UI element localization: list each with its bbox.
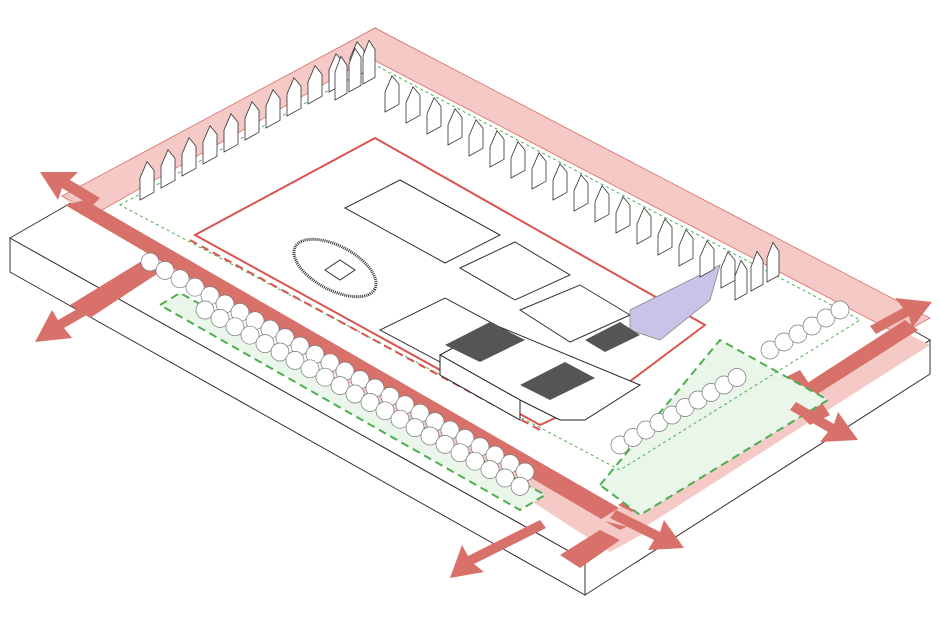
house (750, 250, 764, 292)
arrow-northwest-icon (40, 172, 100, 206)
house (348, 47, 362, 93)
tree (390, 409, 410, 429)
house (720, 251, 736, 289)
house (447, 108, 463, 146)
terraced-houses (139, 39, 780, 301)
track-infield-marker (324, 259, 356, 281)
tree (240, 325, 260, 345)
tree (774, 332, 794, 352)
house (573, 174, 589, 212)
tree (155, 261, 175, 280)
running-track (292, 237, 378, 299)
arrow-northeast-icon (870, 298, 932, 334)
house (636, 207, 652, 245)
tree (480, 460, 500, 479)
tree (255, 334, 275, 353)
trees (140, 252, 850, 496)
tree (270, 342, 290, 362)
house (489, 130, 505, 168)
tree (300, 359, 320, 379)
sports-field-2 (458, 241, 572, 301)
house (615, 196, 631, 234)
tree (450, 443, 470, 463)
house (244, 101, 260, 141)
house (334, 55, 348, 101)
house (510, 141, 526, 179)
tree (760, 340, 780, 360)
house (468, 119, 484, 157)
tree (420, 426, 440, 446)
house (384, 75, 400, 113)
house (139, 161, 155, 201)
tree (830, 300, 850, 320)
tree (170, 269, 190, 289)
arrow-southwest-icon (35, 296, 106, 342)
arrow-south-southwest-icon (450, 520, 546, 578)
tree (185, 277, 205, 297)
tree (375, 401, 395, 421)
bottom-cross-road (560, 530, 620, 568)
tree (140, 252, 160, 272)
right-green-zone (598, 338, 830, 517)
house (594, 185, 610, 223)
tree (405, 418, 425, 437)
tree (195, 300, 215, 320)
house (552, 163, 568, 201)
tree (816, 308, 836, 328)
tree (802, 316, 822, 336)
tree (285, 351, 305, 370)
house (307, 65, 323, 105)
tree (225, 317, 245, 337)
house (181, 137, 197, 177)
house (160, 149, 176, 189)
arrow-south-southeast-icon (610, 510, 684, 550)
house (657, 218, 673, 256)
house (405, 86, 421, 124)
house (265, 89, 281, 129)
tree (315, 367, 335, 387)
house (286, 77, 302, 117)
tree (510, 477, 530, 496)
house (531, 152, 547, 190)
tree (727, 368, 747, 387)
tree (330, 376, 350, 395)
school-building (438, 322, 642, 421)
house (766, 241, 780, 283)
tree (788, 324, 808, 344)
tree (495, 468, 515, 488)
arrow-southeast-icon (790, 402, 858, 442)
house (699, 240, 715, 278)
tree (345, 384, 365, 404)
tree (210, 309, 230, 328)
house (362, 39, 376, 85)
house (223, 113, 239, 153)
house (734, 259, 748, 301)
house (678, 229, 694, 267)
tree (435, 435, 455, 454)
tree (465, 451, 485, 471)
tree (360, 393, 380, 412)
house (202, 125, 218, 165)
sports-field-1 (343, 179, 502, 264)
house (426, 97, 442, 135)
